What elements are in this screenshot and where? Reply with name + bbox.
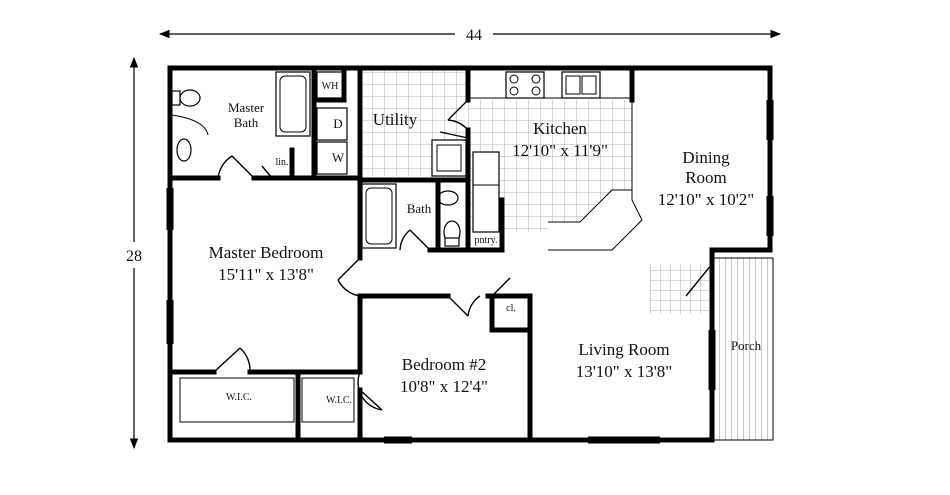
- linen-label: lin.: [275, 157, 288, 168]
- water-heater-label: WH: [322, 81, 339, 92]
- bedroom2-size-label: 10'8" x 12'4": [400, 377, 488, 396]
- living-room-size-label: 13'10" x 13'8": [576, 362, 673, 381]
- doors: [213, 99, 511, 411]
- washer: [316, 141, 348, 175]
- master-bath-label-line1: Master: [228, 100, 265, 115]
- dimension-lines: [120, 24, 782, 450]
- kitchen-island: [472, 151, 500, 233]
- master-bedroom-size-label: 15'11" x 13'8": [218, 265, 314, 284]
- living-room-name-label: Living Room: [578, 340, 669, 359]
- master-bedroom-name-label: Master Bedroom: [209, 243, 324, 262]
- tile-floors: [360, 70, 710, 314]
- fireplace-hearth: [685, 263, 713, 297]
- kitchen-tile-floor: [468, 100, 632, 232]
- bedroom2-wic-label: W.I.C.: [326, 395, 352, 406]
- washer-label: W: [332, 150, 345, 165]
- closet-label: cl.: [506, 303, 516, 314]
- fixtures: [166, 71, 774, 444]
- walls: [167, 65, 773, 443]
- master-sink: [176, 138, 192, 162]
- stove: [505, 71, 545, 99]
- master-wic-label: W.I.C.: [226, 392, 252, 403]
- hall-sink: [437, 190, 459, 206]
- depth-dimension-label: 28: [126, 248, 142, 265]
- dining-label-line2: Room: [685, 168, 727, 187]
- dining-size-label: 12'10" x 10'2": [658, 190, 755, 209]
- width-dimension-label: 44: [466, 27, 482, 44]
- dryer: [316, 107, 348, 141]
- utility-label: Utility: [373, 110, 418, 129]
- dryer-label: D: [333, 116, 342, 131]
- pantry-label: pntry.: [475, 235, 498, 246]
- bedroom2-name-label: Bedroom #2: [402, 355, 487, 374]
- kitchen-counter: [468, 97, 643, 251]
- bath-label: Bath: [407, 201, 432, 216]
- master-toilet: [179, 89, 201, 107]
- kitchen-name-label: Kitchen: [533, 119, 587, 138]
- porch-label: Porch: [731, 338, 762, 353]
- hall-bathtub: [361, 183, 397, 249]
- dining-label-line1: Dining: [682, 148, 730, 167]
- master-bath-label-line2: Bath: [234, 115, 259, 130]
- master-wic-shelf: [179, 377, 295, 423]
- refrigerator: [431, 139, 467, 177]
- entry-tile-floor: [650, 264, 710, 314]
- kitchen-size-label: 12'10" x 11'9": [512, 141, 608, 160]
- bedroom2-wic-shelf: [301, 377, 355, 423]
- porch-deck: [712, 257, 774, 441]
- master-bathtub: [275, 71, 311, 137]
